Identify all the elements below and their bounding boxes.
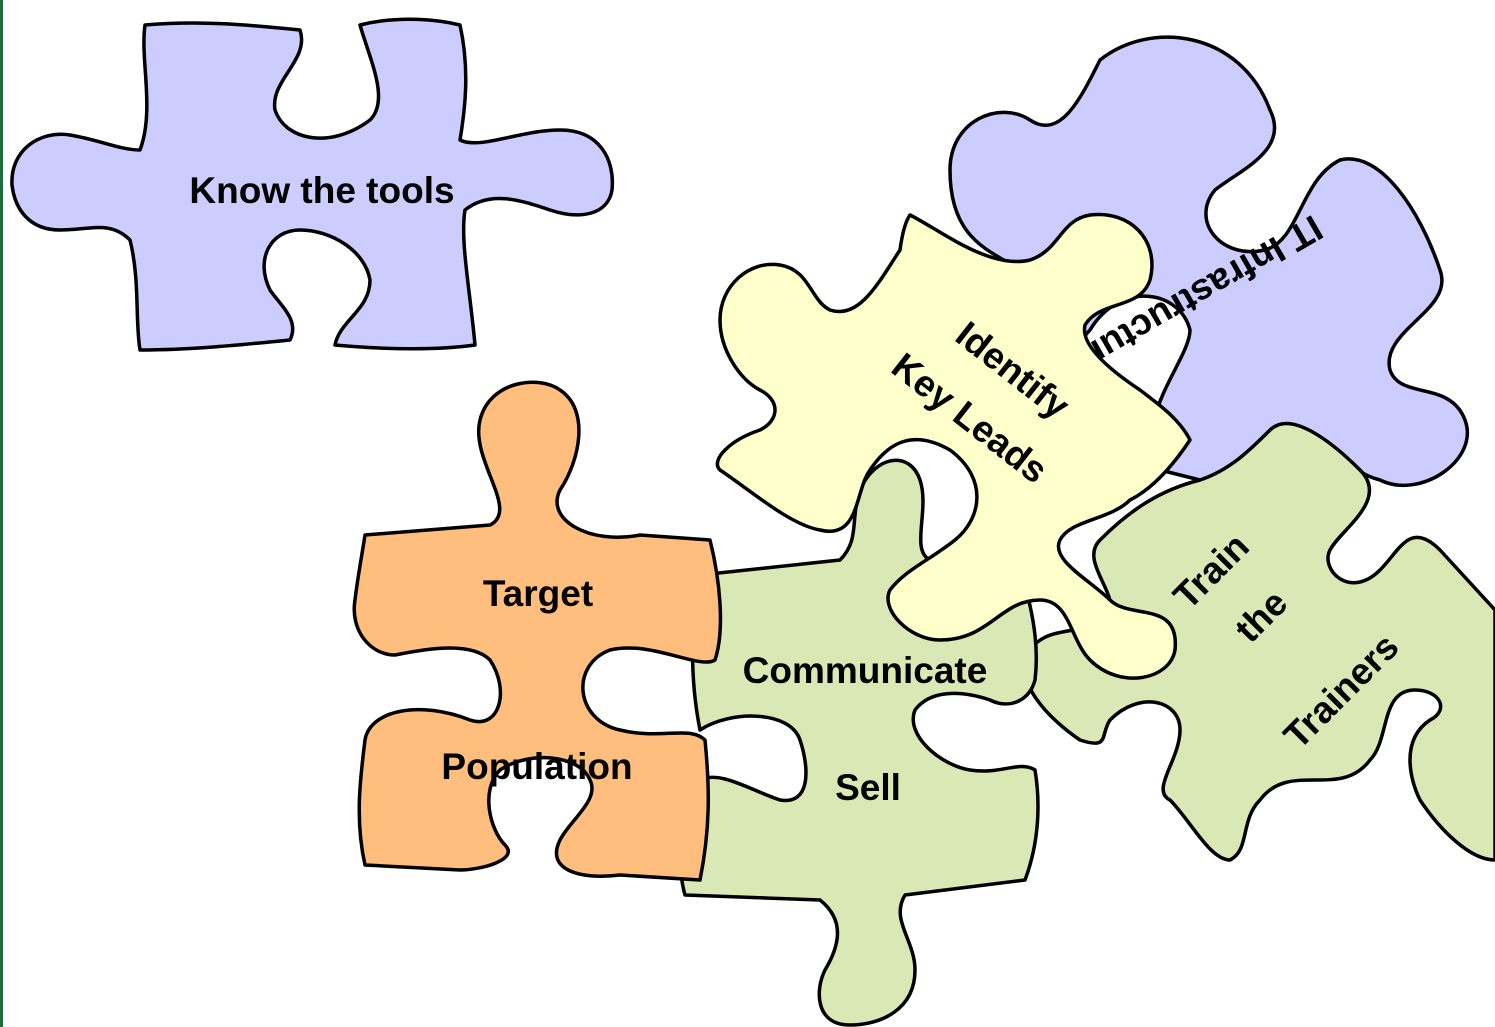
piece-target-population: Target Population — [352, 380, 723, 882]
piece-train-the-trainers: Train the Trainers — [1022, 421, 1495, 862]
know-the-tools-label: Know the tools — [189, 170, 454, 211]
population-label: Population — [441, 746, 632, 787]
left-edge-line — [0, 0, 3, 1027]
sell-label: Sell — [835, 767, 901, 808]
piece-know-the-tools: Know the tools — [10, 17, 615, 352]
communicate-label: Communicate — [743, 650, 988, 691]
target-label: Target — [483, 573, 593, 614]
